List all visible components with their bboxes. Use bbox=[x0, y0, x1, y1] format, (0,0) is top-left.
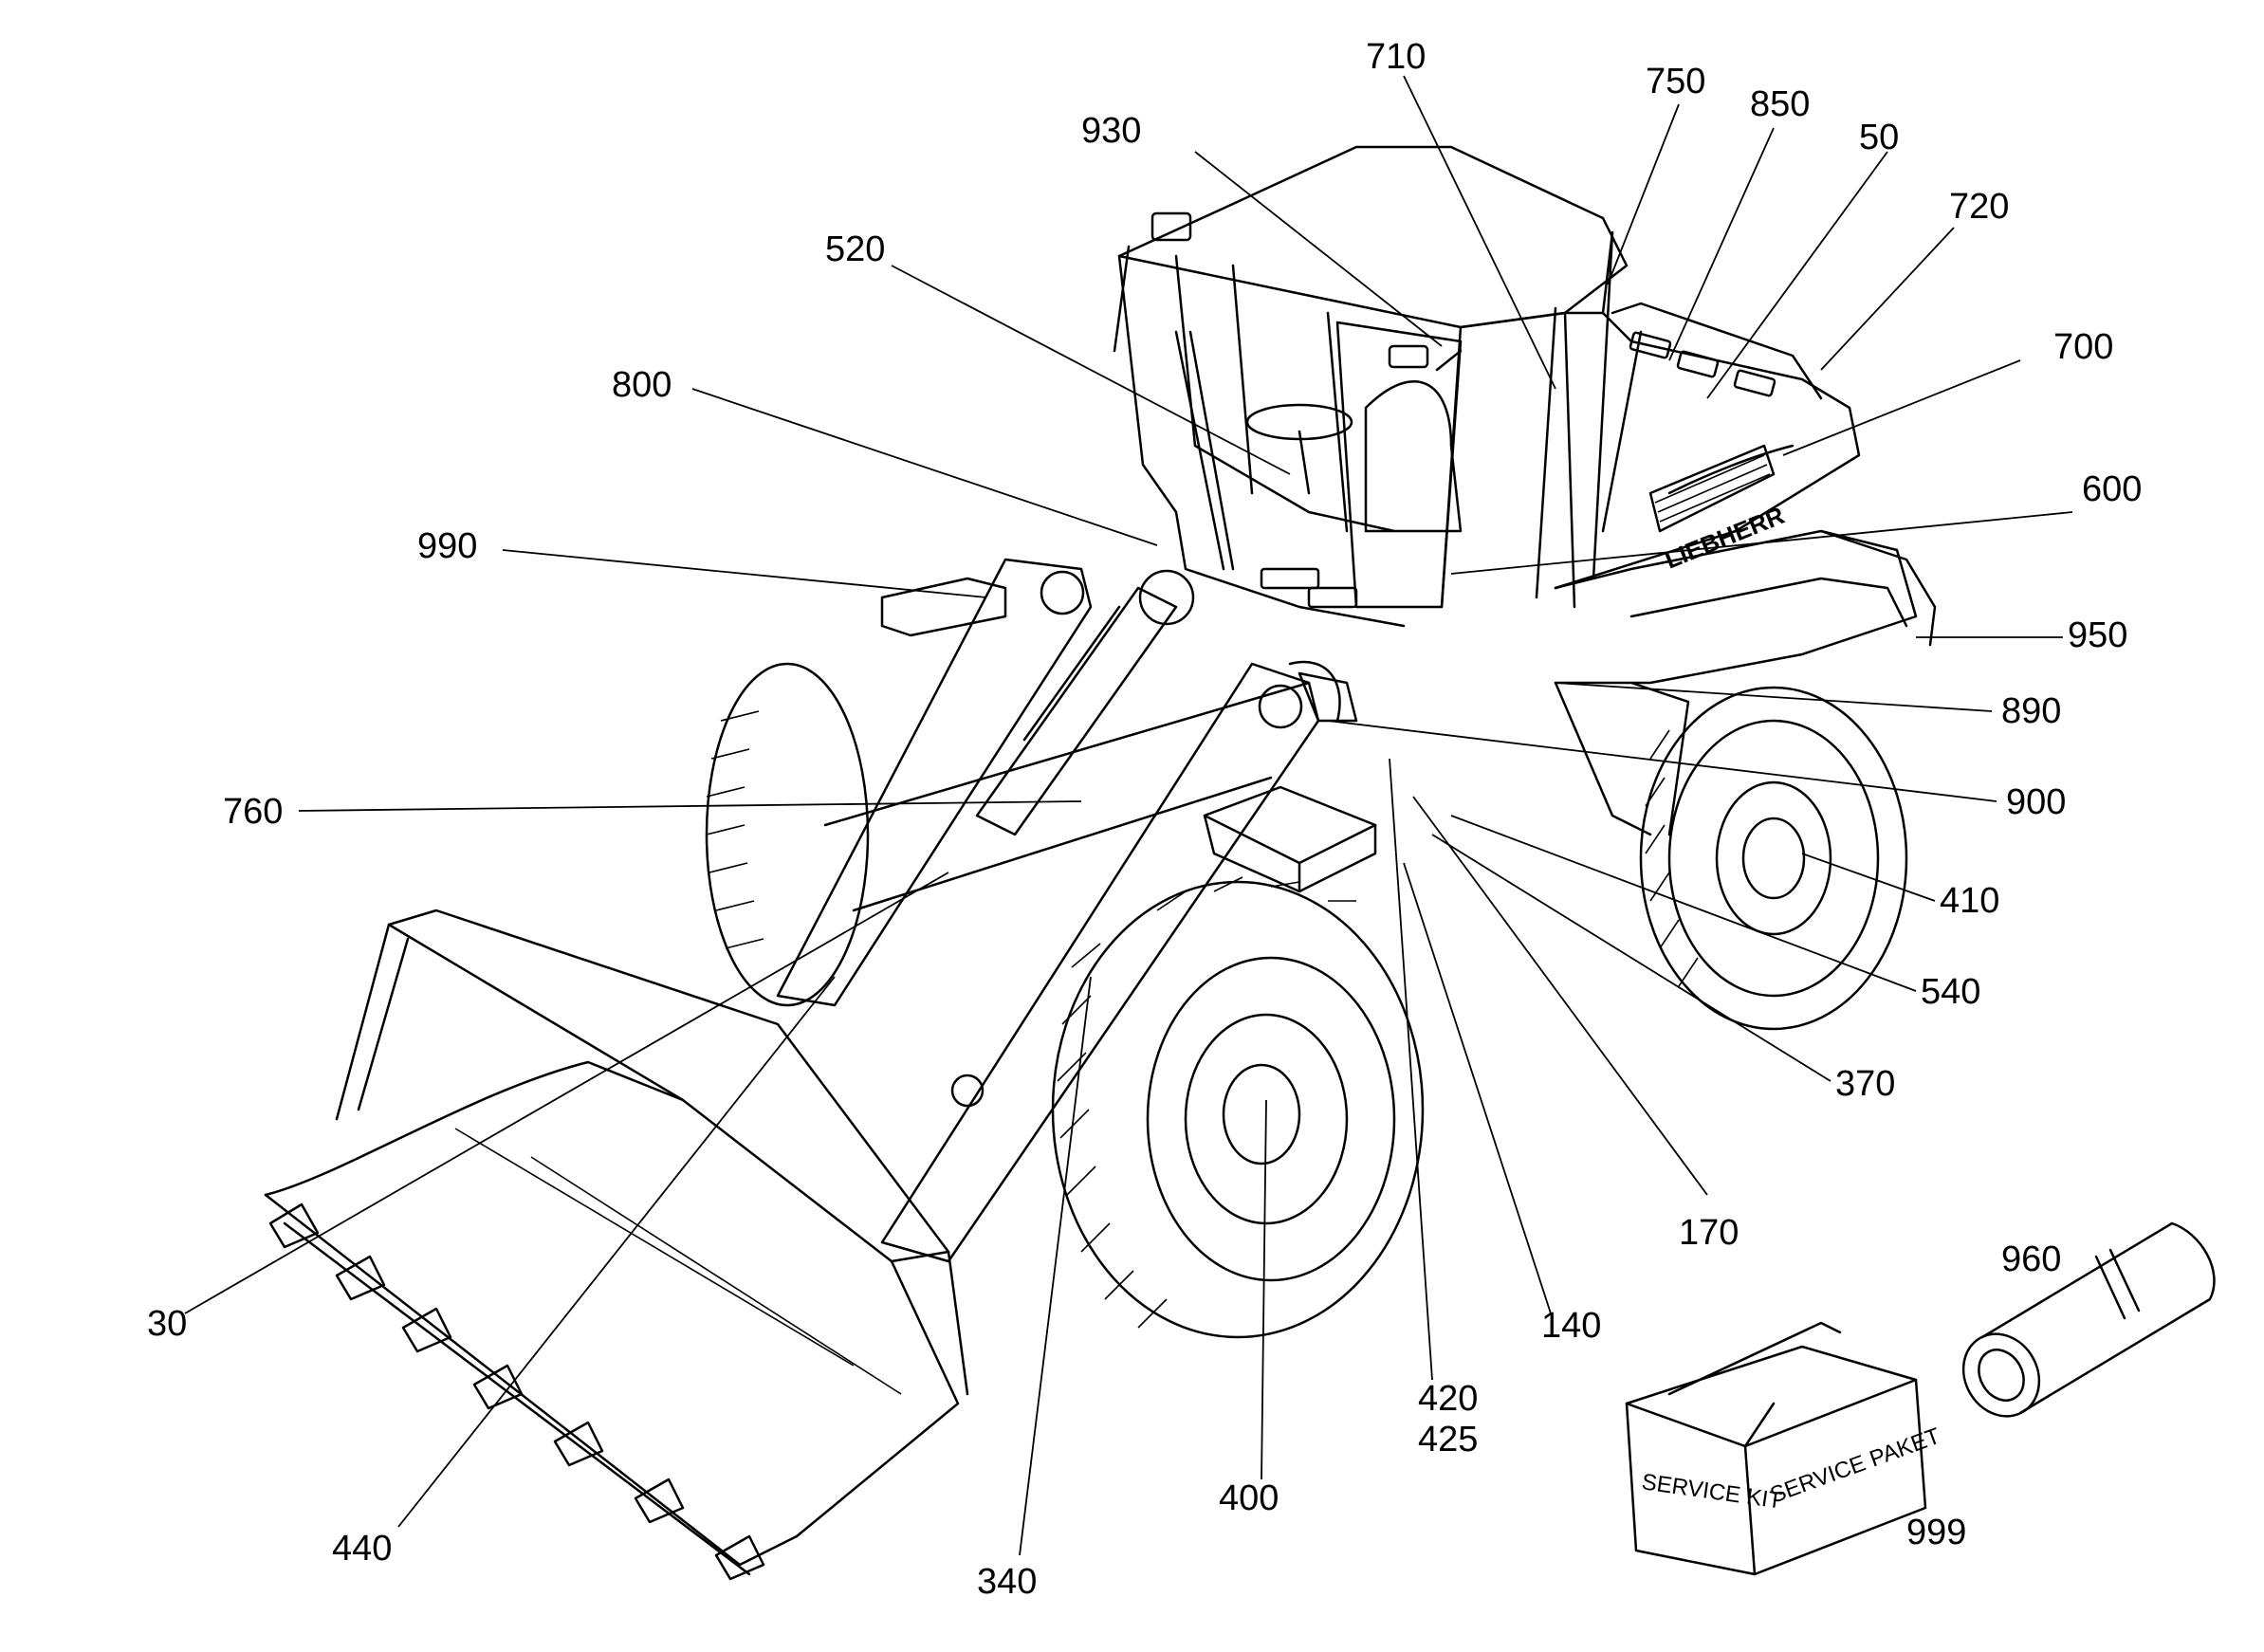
tilt-cylinder bbox=[1288, 660, 1358, 723]
callout-520: 520 bbox=[825, 229, 885, 269]
callout-720: 720 bbox=[1949, 187, 2009, 227]
bucket bbox=[264, 909, 969, 1581]
callout-540: 540 bbox=[1921, 972, 1980, 1012]
brand-label: LIEBHERR bbox=[1661, 501, 1789, 575]
callout-760: 760 bbox=[223, 792, 283, 832]
loader-arms bbox=[776, 558, 1320, 1263]
callout-440: 440 bbox=[332, 1529, 392, 1569]
rear-left-wheel bbox=[705, 662, 870, 1007]
callout-750: 750 bbox=[1646, 62, 1705, 101]
callout-50: 50 bbox=[1859, 118, 1899, 157]
front-right-wheel bbox=[1051, 876, 1425, 1339]
callout-950: 950 bbox=[2068, 615, 2127, 655]
leader-lines bbox=[184, 75, 2073, 1556]
box-side-text: SERVICE PAKET bbox=[1767, 1423, 1944, 1509]
callout-600: 600 bbox=[2082, 469, 2142, 509]
callout-400: 400 bbox=[1219, 1478, 1279, 1518]
callout-340: 340 bbox=[977, 1562, 1037, 1602]
callout-30: 30 bbox=[147, 1304, 187, 1344]
callout-890: 890 bbox=[2001, 691, 2061, 731]
callout-labels: 710 750 850 50 720 930 520 700 800 600 9… bbox=[147, 37, 2142, 1602]
cab bbox=[1113, 145, 1629, 628]
callout-900: 900 bbox=[2006, 782, 2066, 822]
rear-body bbox=[1554, 529, 1937, 836]
callout-420: 420 bbox=[1418, 1379, 1478, 1419]
box-front-text: SERVICE KIT bbox=[1640, 1469, 1784, 1514]
lift-cylinder bbox=[975, 569, 1195, 836]
callout-425: 425 bbox=[1418, 1420, 1478, 1459]
callout-140: 140 bbox=[1541, 1306, 1601, 1346]
service-box-999: SERVICE KIT SERVICE PAKET bbox=[1625, 1321, 1944, 1576]
center-block bbox=[1203, 785, 1377, 893]
callout-710: 710 bbox=[1366, 37, 1426, 77]
callout-410: 410 bbox=[1940, 881, 1999, 921]
callout-960: 960 bbox=[2001, 1239, 2061, 1279]
callout-990: 990 bbox=[417, 526, 477, 566]
callout-700: 700 bbox=[2053, 327, 2113, 367]
callout-170: 170 bbox=[1679, 1213, 1739, 1253]
rear-right-wheel bbox=[1639, 686, 1908, 1031]
callout-999: 999 bbox=[1906, 1513, 1966, 1552]
callout-370: 370 bbox=[1835, 1064, 1895, 1104]
callout-930: 930 bbox=[1081, 111, 1141, 151]
fender-990 bbox=[880, 577, 1007, 637]
callout-850: 850 bbox=[1750, 84, 1810, 124]
tube-roll-960 bbox=[1961, 1221, 2216, 1418]
callout-800: 800 bbox=[612, 365, 672, 405]
